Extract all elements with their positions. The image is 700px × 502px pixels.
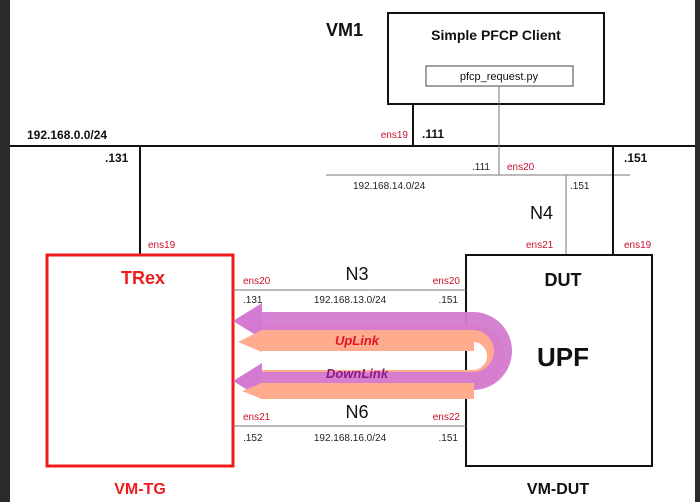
uplink-label: UpLink xyxy=(335,333,380,348)
pfcp-client-title: Simple PFCP Client xyxy=(431,27,561,43)
diagram-canvas: 192.168.0.0/24 VM1 Simple PFCP Client pf… xyxy=(10,0,695,502)
dut-n4-if: ens21 xyxy=(526,240,554,251)
n3-dut-ip: .151 xyxy=(439,295,459,306)
n3-dut-if: ens20 xyxy=(433,276,461,287)
dut-label: DUT xyxy=(545,270,582,290)
n3-trex-if: ens20 xyxy=(243,276,271,287)
vm1-mgmt-if: ens19 xyxy=(381,130,409,141)
uplink-arrowhead-pink xyxy=(238,330,262,352)
magenta-arrow-loop xyxy=(260,312,512,390)
n4-vm1-if: ens20 xyxy=(507,162,535,173)
n6-dut-if: ens22 xyxy=(433,412,461,423)
n3-trex-ip: .131 xyxy=(243,295,263,306)
n3-label: N3 xyxy=(345,264,368,284)
n4-net-label: 192.168.14.0/24 xyxy=(353,181,426,192)
vm1-mgmt-ip: .111 xyxy=(422,127,444,141)
pfcp-client-box xyxy=(387,12,605,105)
vm-dut-label: VM-DUT xyxy=(527,481,589,498)
upf-label: UPF xyxy=(537,342,589,372)
pink-uplink-band xyxy=(260,333,474,351)
n4-dut-ip: .151 xyxy=(570,181,590,192)
n6-trex-if: ens21 xyxy=(243,412,271,423)
mgmt-net-label: 192.168.0.0/24 xyxy=(27,128,107,142)
trex-mgmt-ip: .131 xyxy=(105,151,129,165)
downlink-arrowhead-pink xyxy=(242,383,262,399)
n4-vm1-ip: .111 xyxy=(472,162,490,173)
vm-tg-label: VM-TG xyxy=(114,481,166,498)
dut-mgmt-ip: .151 xyxy=(624,151,648,165)
network-diagram: 192.168.0.0/24 VM1 Simple PFCP Client pf… xyxy=(10,12,695,498)
pink-downlink-band xyxy=(260,383,474,399)
n6-label: N6 xyxy=(345,402,368,422)
n6-net-label: 192.168.16.0/24 xyxy=(314,433,387,444)
downlink-label: DownLink xyxy=(326,366,389,381)
trex-label: TRex xyxy=(121,268,165,288)
uplink-arrowhead xyxy=(233,303,262,339)
n6-trex-ip: .152 xyxy=(243,433,263,444)
pfcp-script-label: pfcp_request.py xyxy=(460,71,539,83)
n4-label: N4 xyxy=(530,203,553,223)
vm1-label: VM1 xyxy=(326,20,363,40)
dut-box xyxy=(465,254,653,467)
n6-dut-ip: .151 xyxy=(439,433,459,444)
trex-box xyxy=(45,253,235,468)
dut-mgmt-if: ens19 xyxy=(624,240,652,251)
trex-mgmt-if: ens19 xyxy=(148,240,176,251)
n3-net-label: 192.168.13.0/24 xyxy=(314,295,387,306)
